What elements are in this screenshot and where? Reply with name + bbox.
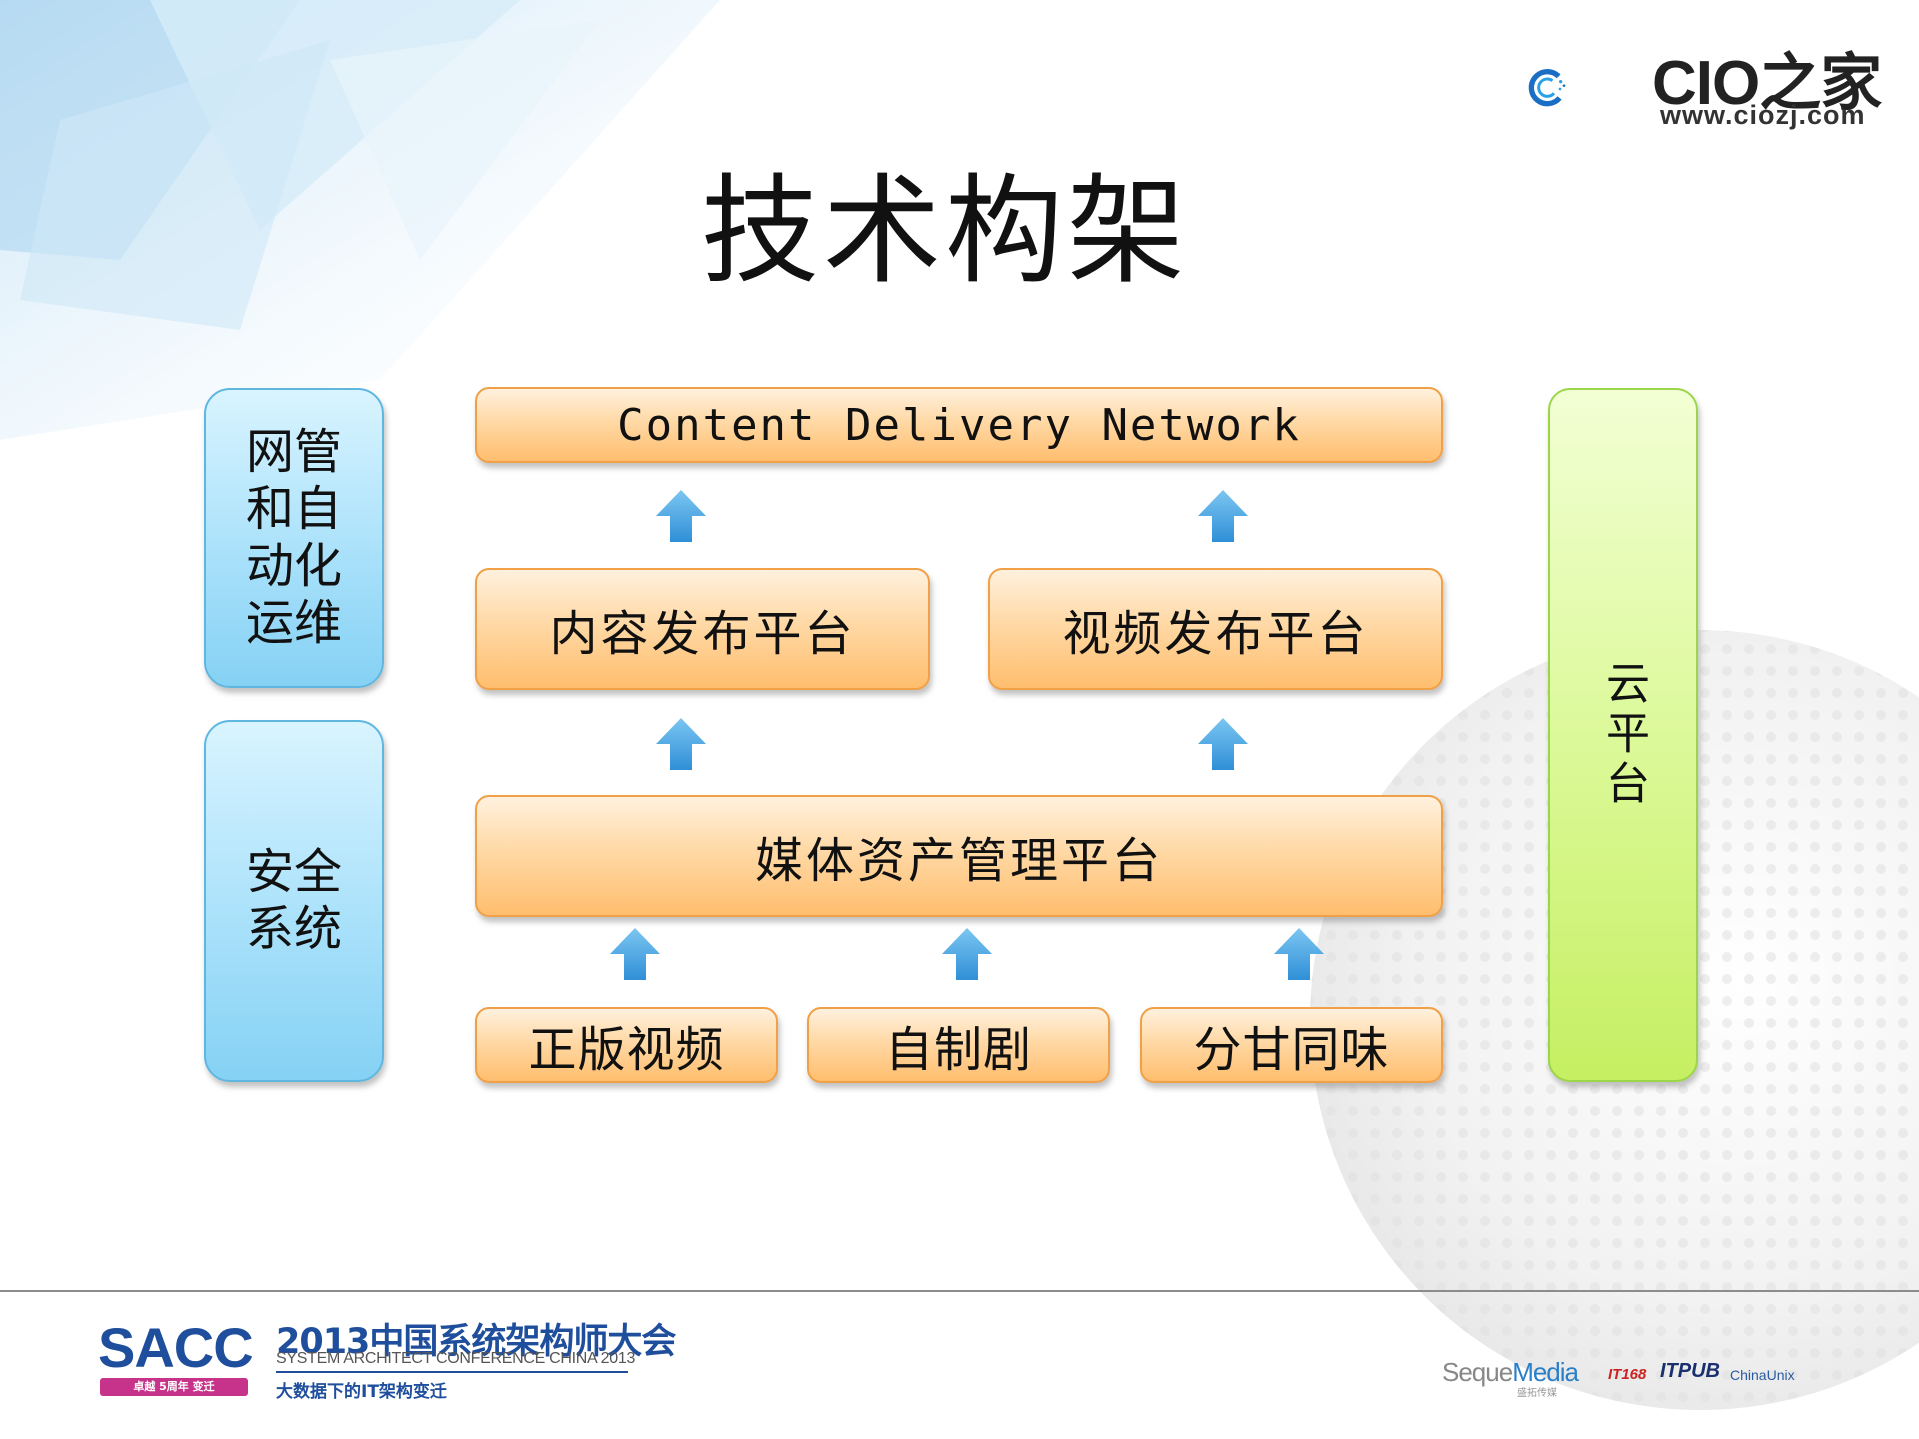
footer-divider <box>0 1290 1919 1292</box>
content-publish-box: 内容发布平台 <box>475 568 930 690</box>
arrow-up-icon <box>1198 490 1248 542</box>
arrow-up-icon <box>1274 928 1324 980</box>
cio-logo-icon <box>1528 69 1566 107</box>
conference-title: 2013中国系统架构师大会 <box>276 1322 676 1362</box>
cdn-box: Content Delivery Network <box>475 387 1443 463</box>
source-licensed-video-box: 正版视频 <box>475 1007 778 1083</box>
cio-brand-text: CIO之家 <box>1652 49 1882 118</box>
media-asset-box: 媒体资产管理平台 <box>475 795 1443 917</box>
arrow-up-icon <box>610 928 660 980</box>
source-shared-box: 分甘同味 <box>1140 1007 1443 1083</box>
it168-logo: IT168 <box>1608 1366 1647 1383</box>
ops-line-1: 网管 <box>246 424 343 480</box>
cio-url-text: www.ciozj.com <box>1660 100 1866 130</box>
conference-underline <box>276 1371 628 1373</box>
slide-title: 技术构架 <box>700 162 1189 300</box>
chinaunix-logo: ChinaUnix <box>1730 1367 1795 1383</box>
video-publish-box: 视频发布平台 <box>988 568 1443 690</box>
arrow-up-icon <box>656 490 706 542</box>
sequemedia-media: Media <box>1512 1357 1579 1387</box>
itpub-logo: ITPUB <box>1660 1360 1720 1382</box>
security-line-1: 安全 <box>246 844 343 900</box>
arrow-up-icon <box>656 718 706 770</box>
cloud-platform-label: 云平台 <box>1598 660 1649 810</box>
sequemedia-seque: Seque <box>1442 1357 1513 1387</box>
sequemedia-logo: SequeMedia <box>1442 1357 1579 1388</box>
conference-subtitle: 大数据下的IT架构变迁 <box>276 1382 447 1402</box>
arrow-up-icon <box>1198 718 1248 770</box>
security-system-box: 安全 系统 <box>204 720 384 1082</box>
source-original-drama-box: 自制剧 <box>807 1007 1110 1083</box>
security-line-2: 系统 <box>246 901 343 957</box>
arrow-up-icon <box>942 928 992 980</box>
ops-line-4: 运维 <box>246 595 343 651</box>
ops-automation-box: 网管 和自 动化 运维 <box>204 388 384 688</box>
sequemedia-subtitle: 盛拓传媒 <box>1517 1388 1557 1399</box>
conference-english-title: SYSTEM ARCHITECT CONFERENCE CHINA 2013 <box>276 1350 636 1367</box>
ops-line-3: 动化 <box>246 538 343 594</box>
sacc-tagline: 卓越 5周年 变迁 <box>100 1378 248 1396</box>
cloud-platform-box: 云平台 <box>1548 388 1698 1082</box>
ops-line-2: 和自 <box>246 481 343 537</box>
sacc-logo: SACC <box>98 1316 254 1379</box>
